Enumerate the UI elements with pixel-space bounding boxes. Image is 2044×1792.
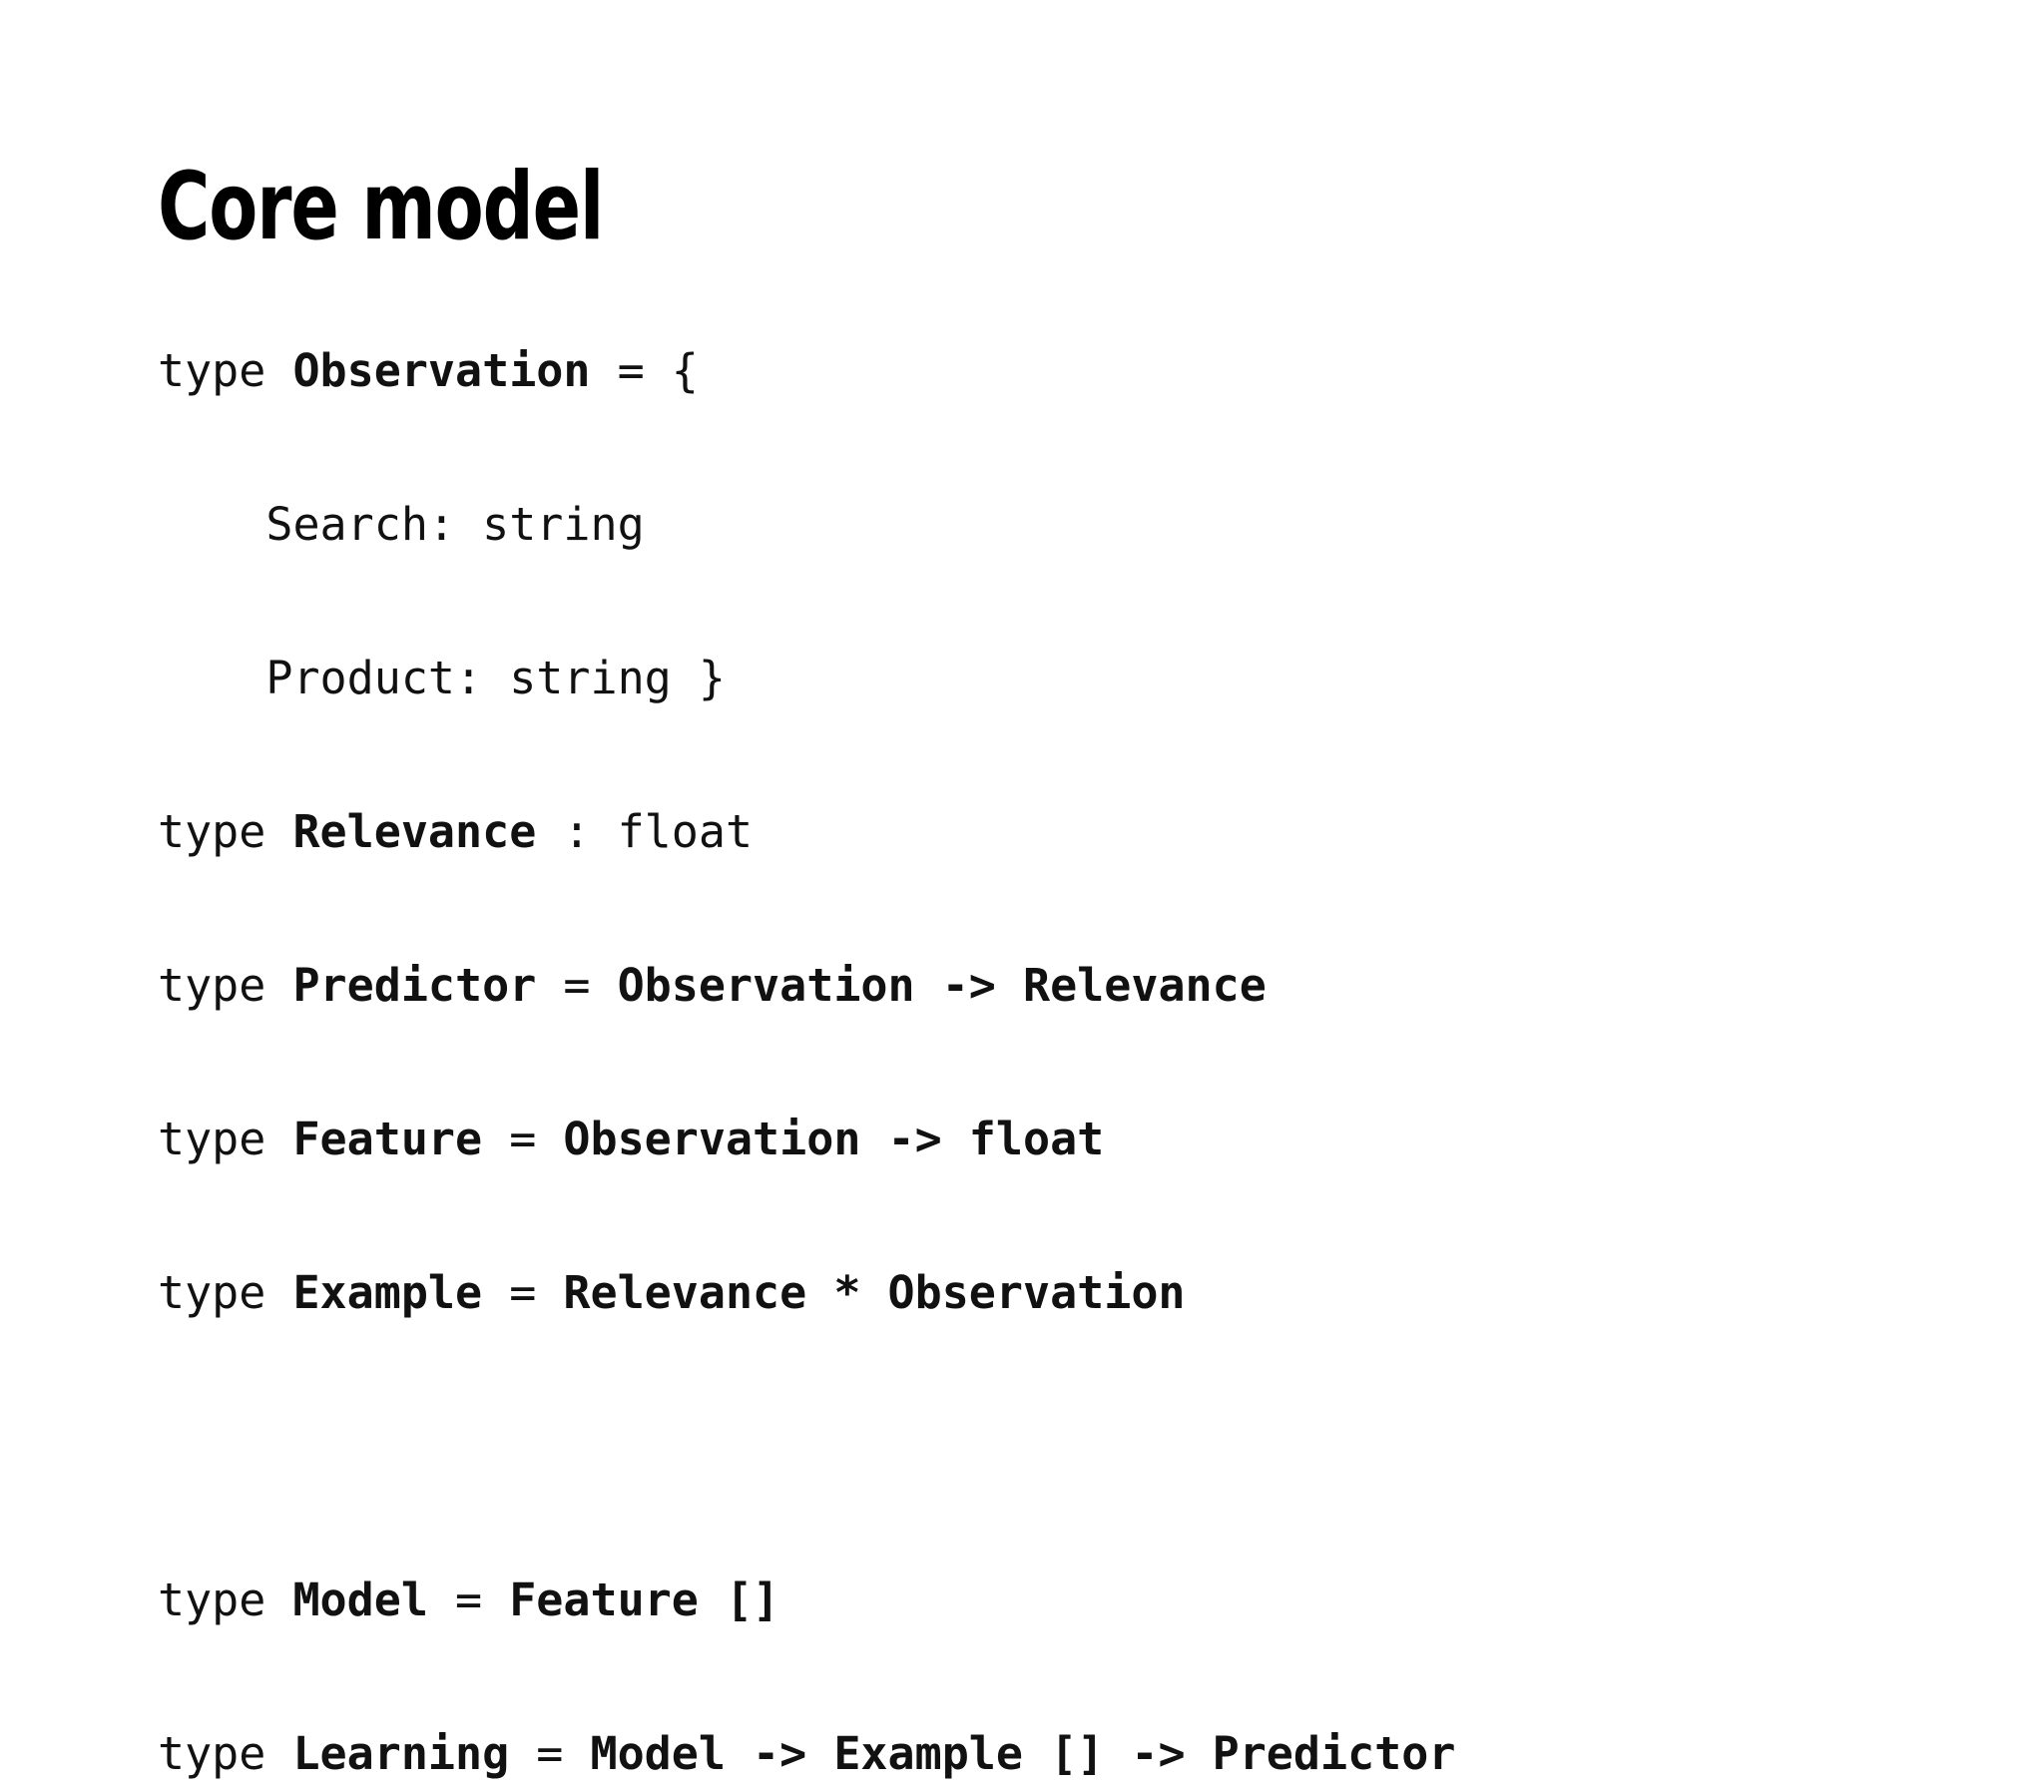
code-token-identifier: Observation <box>292 344 591 397</box>
code-line: type Feature = Observation -> float <box>158 1101 1455 1177</box>
code-token-identifier: Model -> Example [] -> Predictor <box>590 1727 1456 1780</box>
code-token-identifier: Relevance <box>292 805 537 858</box>
slide-canvas: Core model type Observation = { Search: … <box>158 152 1456 1780</box>
code-line: type Learning = Model -> Example [] -> P… <box>158 1715 1455 1792</box>
code-token-identifier: Model <box>292 1573 428 1626</box>
code-token-identifier: Example <box>292 1266 483 1319</box>
code-line: type Observation = { <box>158 332 1455 409</box>
code-line-blank <box>158 1408 1455 1485</box>
code-token-identifier: Observation -> float <box>563 1113 1105 1165</box>
code-token-keyword: Search: string <box>158 498 645 551</box>
code-token-keyword: = <box>427 1573 510 1626</box>
code-token-identifier: Observation -> Relevance <box>617 959 1267 1012</box>
code-token-identifier: Feature [] <box>509 1573 780 1626</box>
code-block: type Observation = { Search: string Prod… <box>158 332 1455 1792</box>
code-token-identifier: Relevance * Observation <box>563 1266 1186 1319</box>
code-line: type Model = Feature [] <box>158 1562 1455 1638</box>
code-token-keyword: = <box>509 1727 591 1780</box>
code-token-keyword: type <box>158 1727 293 1780</box>
code-token-keyword: Product: string } <box>158 652 726 704</box>
code-token-identifier: Feature <box>292 1113 483 1165</box>
code-token-keyword: = <box>482 1266 564 1319</box>
code-token-identifier: Learning <box>292 1727 510 1780</box>
code-token-keyword: = <box>482 1113 564 1165</box>
code-token-keyword: : float <box>536 805 754 858</box>
code-line: Product: string } <box>158 640 1455 716</box>
code-token-keyword: = <box>590 344 672 397</box>
code-token-keyword: type <box>158 805 293 858</box>
code-token-keyword: type <box>158 1573 293 1626</box>
code-token-keyword: { <box>671 344 699 397</box>
page-title: Core model <box>158 152 604 261</box>
code-token-keyword: type <box>158 959 293 1012</box>
code-token-keyword: = <box>536 959 618 1012</box>
code-token-keyword: type <box>158 1113 293 1165</box>
code-line: type Predictor = Observation -> Relevanc… <box>158 947 1455 1024</box>
code-line: Search: string <box>158 486 1455 563</box>
code-token-keyword: type <box>158 1266 293 1319</box>
code-line: type Example = Relevance * Observation <box>158 1254 1455 1331</box>
code-line: type Relevance : float <box>158 793 1455 870</box>
code-token-identifier: Predictor <box>292 959 537 1012</box>
code-token-keyword: type <box>158 344 293 397</box>
